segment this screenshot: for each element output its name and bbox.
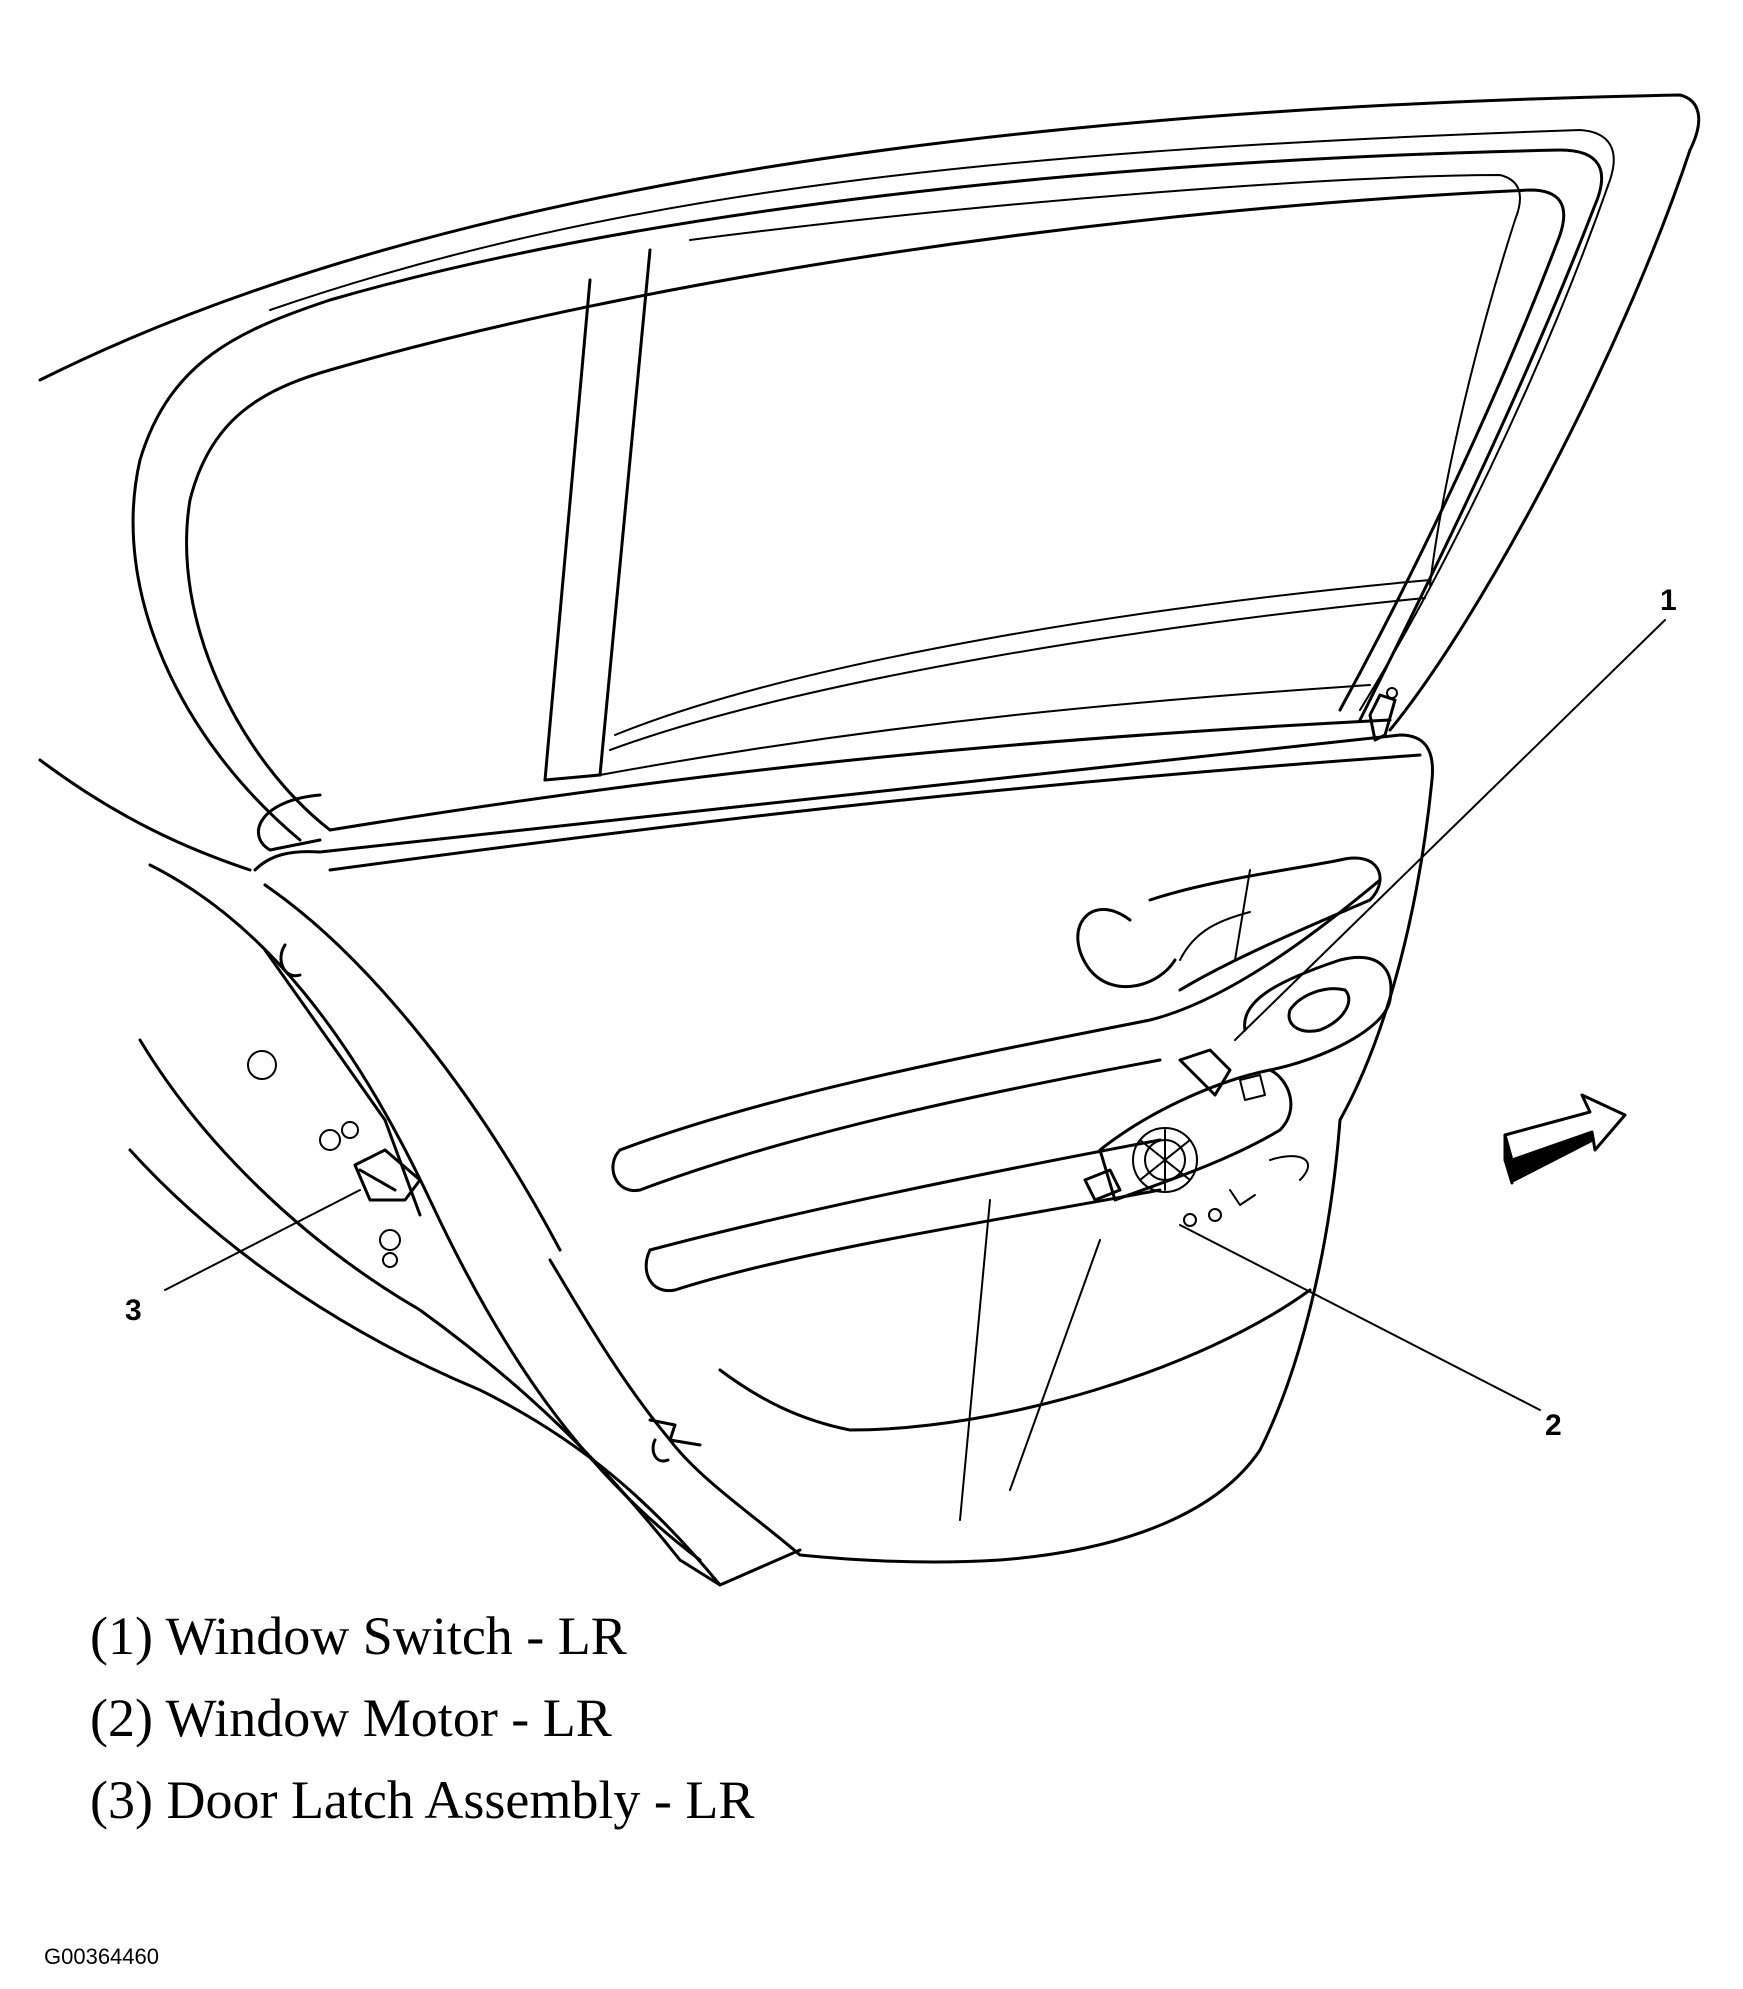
door-window-frame [131,148,1604,872]
callout-1: 1 [1660,584,1677,617]
callout-3: 3 [125,1294,142,1327]
callout-leaders [164,619,1666,1411]
legend-item-window-switch: (1) Window Switch - LR [90,1606,627,1666]
door-hinge [648,1418,702,1463]
door-latch-assembly [247,943,422,1268]
legend-item-door-latch: (3) Door Latch Assembly - LR [90,1770,755,1830]
vehicle-body-outline [38,93,1701,1587]
callout-2: 2 [1545,1409,1562,1442]
legend-item-window-motor: (2) Window Motor - LR [90,1688,612,1748]
door-trim-panel [253,687,1435,1564]
figure-id: G00364460 [44,1944,159,1969]
legend: (1) Window Switch - LR (2) Window Motor … [90,1595,754,1841]
front-direction-arrow-icon [1503,1093,1627,1185]
window-motor-assembly [1083,1048,1310,1227]
